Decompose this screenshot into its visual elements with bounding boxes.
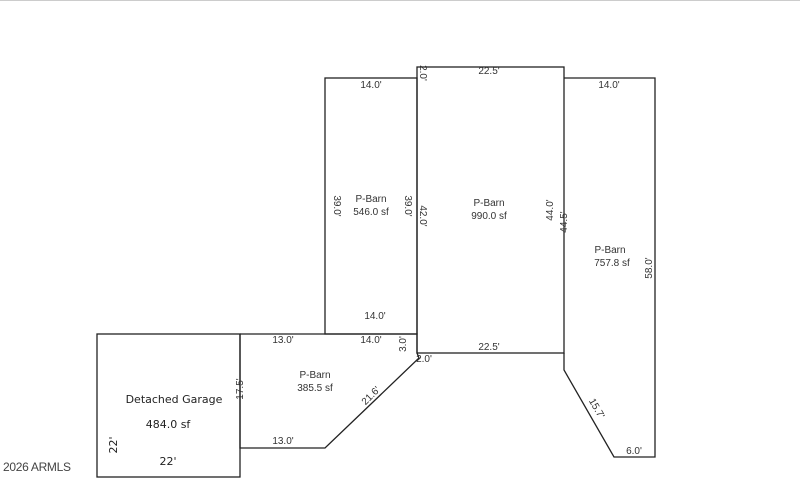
barn-center-left-dim: 42.0' <box>417 205 428 226</box>
barn-left-bottom-dim: 14.0' <box>364 311 385 322</box>
barn-right-area: 757.8 sf <box>594 258 630 269</box>
barn-right-diagonal-dim: 15.7' <box>586 397 606 421</box>
barn-left-left-dim: 39.0' <box>331 195 342 216</box>
barn-lower-right-dim: 3.0' <box>398 336 409 352</box>
barn-lower-left-dim: 17.5' <box>235 378 246 399</box>
barn-left-top-dim: 14.0' <box>360 80 381 91</box>
barn-right-bottom-dim: 6.0' <box>626 446 642 457</box>
garage-left-dim: 22' <box>107 436 120 453</box>
barn-center-right-dim: 44.0' <box>545 199 556 220</box>
barn-left-name: P-Barn <box>355 194 386 205</box>
barn-lower-name: P-Barn <box>299 370 330 381</box>
top-border <box>0 0 800 1</box>
barn-center-top-dim: 22.5' <box>478 66 499 77</box>
barn-right-outline <box>563 77 656 458</box>
barn-lower-top-right-dim: 14.0' <box>360 335 381 346</box>
garage-name: Detached Garage <box>126 393 223 406</box>
garage-area: 484.0 sf <box>146 418 192 431</box>
barn-right-right-dim: 58.0' <box>644 257 655 278</box>
barn-right-top-dim: 14.0' <box>598 80 619 91</box>
barn-lower-area: 385.5 sf <box>297 383 333 394</box>
barn-left-area: 546.0 sf <box>353 207 389 218</box>
barn-lower-bottom-dim: 13.0' <box>272 436 293 447</box>
barn-center-bottom-dim: 22.5' <box>478 342 499 353</box>
barn-center-outline <box>416 66 565 354</box>
barn-center-corner-dim: 2.0' <box>417 65 428 81</box>
watermark: 2026 ARMLS <box>3 460 71 474</box>
garage-outline <box>96 333 241 478</box>
barn-right-name: P-Barn <box>594 245 625 256</box>
barn-left-right-dim: 39.0' <box>402 195 413 216</box>
barn-center-name: P-Barn <box>473 198 504 209</box>
barn-lower-corner-dim: 2.0' <box>416 354 432 365</box>
barn-lower-top-left-dim: 13.0' <box>272 335 293 346</box>
barn-center-area: 990.0 sf <box>471 211 507 222</box>
barn-right-left-dim: 44.5' <box>559 211 570 232</box>
garage-bottom-dim: 22' <box>159 455 176 468</box>
